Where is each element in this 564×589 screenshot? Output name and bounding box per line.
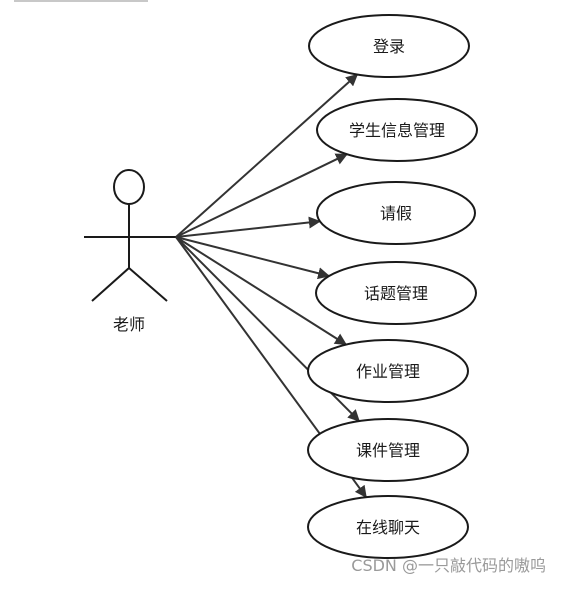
association-arrow (175, 216, 321, 238)
watermark: CSDN @一只敲代码的嗷呜 (351, 556, 546, 575)
association-arrow (175, 153, 348, 238)
use-case-label: 登录 (373, 37, 405, 56)
use-case-ellipse (315, 261, 477, 325)
use-case-node[interactable]: 学生信息管理 (316, 98, 478, 162)
use-case-node[interactable]: 作业管理 (307, 339, 469, 403)
actor-right-leg (128, 267, 168, 302)
association-arrow (175, 236, 348, 346)
use-case-node[interactable]: 请假 (316, 181, 476, 245)
actor-teacher[interactable]: 老师 (84, 169, 176, 334)
use-case-label: 请假 (380, 204, 412, 223)
use-case-label: 学生信息管理 (349, 121, 445, 140)
use-case-ellipse (307, 418, 469, 482)
association-arrow (175, 236, 331, 280)
use-case-label: 话题管理 (364, 284, 428, 303)
use-case-ellipse (316, 98, 478, 162)
actor-label: 老师 (113, 315, 145, 334)
use-case-node[interactable]: 课件管理 (307, 418, 469, 482)
use-case-ellipse (307, 495, 469, 559)
use-case-label: 在线聊天 (356, 518, 420, 537)
use-case-ellipse (316, 181, 476, 245)
use-case-node[interactable]: 在线聊天 (307, 495, 469, 559)
use-case-node[interactable]: 话题管理 (315, 261, 477, 325)
use-case-ellipse (308, 14, 470, 78)
actor-left-leg (91, 267, 130, 302)
use-case-ellipse (307, 339, 469, 403)
use-case-label: 课件管理 (356, 441, 420, 460)
use-case-node[interactable]: 登录 (308, 14, 470, 78)
association-arrow (175, 73, 359, 238)
use-case-label: 作业管理 (356, 362, 420, 381)
actor-head (113, 169, 145, 205)
cropped-text-remnant (14, 0, 148, 2)
